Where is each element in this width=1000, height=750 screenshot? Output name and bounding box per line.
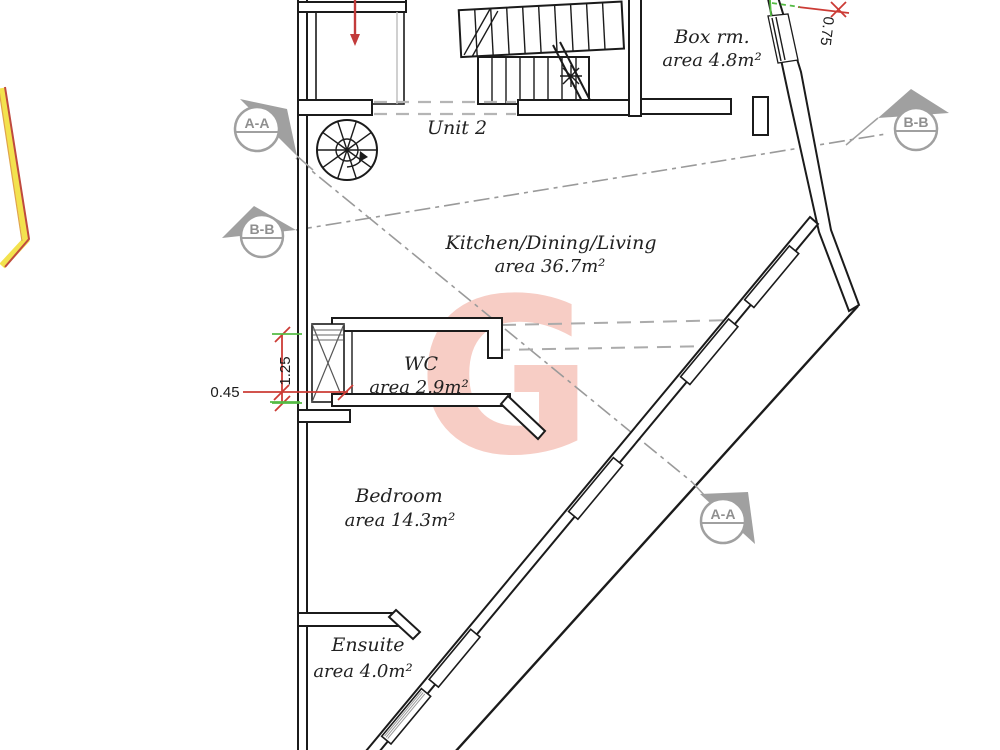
svg-text:B-B: B-B — [904, 114, 929, 130]
box-room-walls — [628, 0, 769, 136]
window-3 — [567, 456, 624, 521]
svg-text:B-B: B-B — [250, 221, 275, 237]
room-label-box: Box rm. area 4.8m² — [662, 26, 761, 71]
svg-text:area 4.8m²: area 4.8m² — [662, 50, 761, 71]
wc-walls — [311, 317, 547, 441]
projection-line-lower — [495, 345, 717, 351]
yellow-boundary-fragment — [0, 86, 31, 269]
spiral-stair-icon — [316, 119, 378, 181]
bedroom-wall — [297, 409, 351, 423]
dimension-top-right: 0.75 — [769, 0, 850, 47]
window-1 — [743, 244, 800, 309]
svg-text:A-A: A-A — [711, 506, 736, 522]
window-4 — [427, 628, 482, 689]
corridor-wall-left — [297, 99, 373, 116]
staircase — [457, 0, 626, 110]
svg-text:area 2.9m²: area 2.9m² — [369, 377, 468, 398]
dimension-shaft-height: 1.25 — [272, 326, 302, 412]
svg-text:area 14.3m²: area 14.3m² — [345, 510, 456, 531]
dimension-label-125: 1.25 — [277, 356, 294, 385]
room-label-ensuite: Ensuite area 4.0m² — [313, 634, 412, 682]
dimension-label-075: 0.75 — [816, 16, 836, 47]
corridor-wall-right — [517, 99, 633, 116]
top-left-shaft — [297, 0, 407, 105]
window-2 — [679, 317, 740, 386]
svg-text:Kitchen/Dining/Living: Kitchen/Dining/Living — [445, 232, 657, 254]
room-label-wc: WC area 2.9m² — [369, 353, 468, 398]
section-marker-bb-right: B-B — [845, 89, 949, 152]
svg-text:Bedroom: Bedroom — [354, 485, 442, 507]
svg-text:area 36.7m²: area 36.7m² — [495, 256, 606, 277]
section-marker-aa-left: A-A — [233, 99, 314, 171]
room-label-kitchen: Kitchen/Dining/Living area 36.7m² — [445, 232, 657, 277]
left-wall — [297, 0, 308, 750]
dimension-shaft-width: 0.45 — [210, 384, 354, 403]
dimension-label-045: 0.45 — [210, 384, 239, 401]
room-label-bedroom: Bedroom area 14.3m² — [345, 485, 456, 531]
diagonal-windows — [380, 244, 800, 746]
unit-entrance-opening — [374, 100, 516, 116]
projection-line-upper — [501, 319, 738, 326]
stair-direction-arrow-icon — [552, 41, 594, 110]
right-top-window — [767, 13, 799, 64]
site-boundary-wall — [455, 305, 859, 750]
section-marker-aa-right: A-A — [691, 481, 755, 545]
ensuite-door-leaf — [387, 608, 422, 641]
logo-watermark: G — [417, 252, 593, 503]
section-marker-bb-left: B-B — [222, 206, 296, 259]
svg-text:Box rm.: Box rm. — [673, 26, 749, 48]
wc-door-leaf — [499, 394, 547, 441]
section-line-bb — [295, 133, 887, 231]
svg-text:Ensuite: Ensuite — [330, 634, 404, 656]
svg-text:WC: WC — [404, 353, 439, 375]
unit-label: Unit 2 — [427, 117, 487, 139]
ensuite-wall — [297, 612, 399, 627]
svg-text:A-A: A-A — [245, 115, 270, 131]
svg-text:area 4.0m²: area 4.0m² — [313, 661, 412, 682]
